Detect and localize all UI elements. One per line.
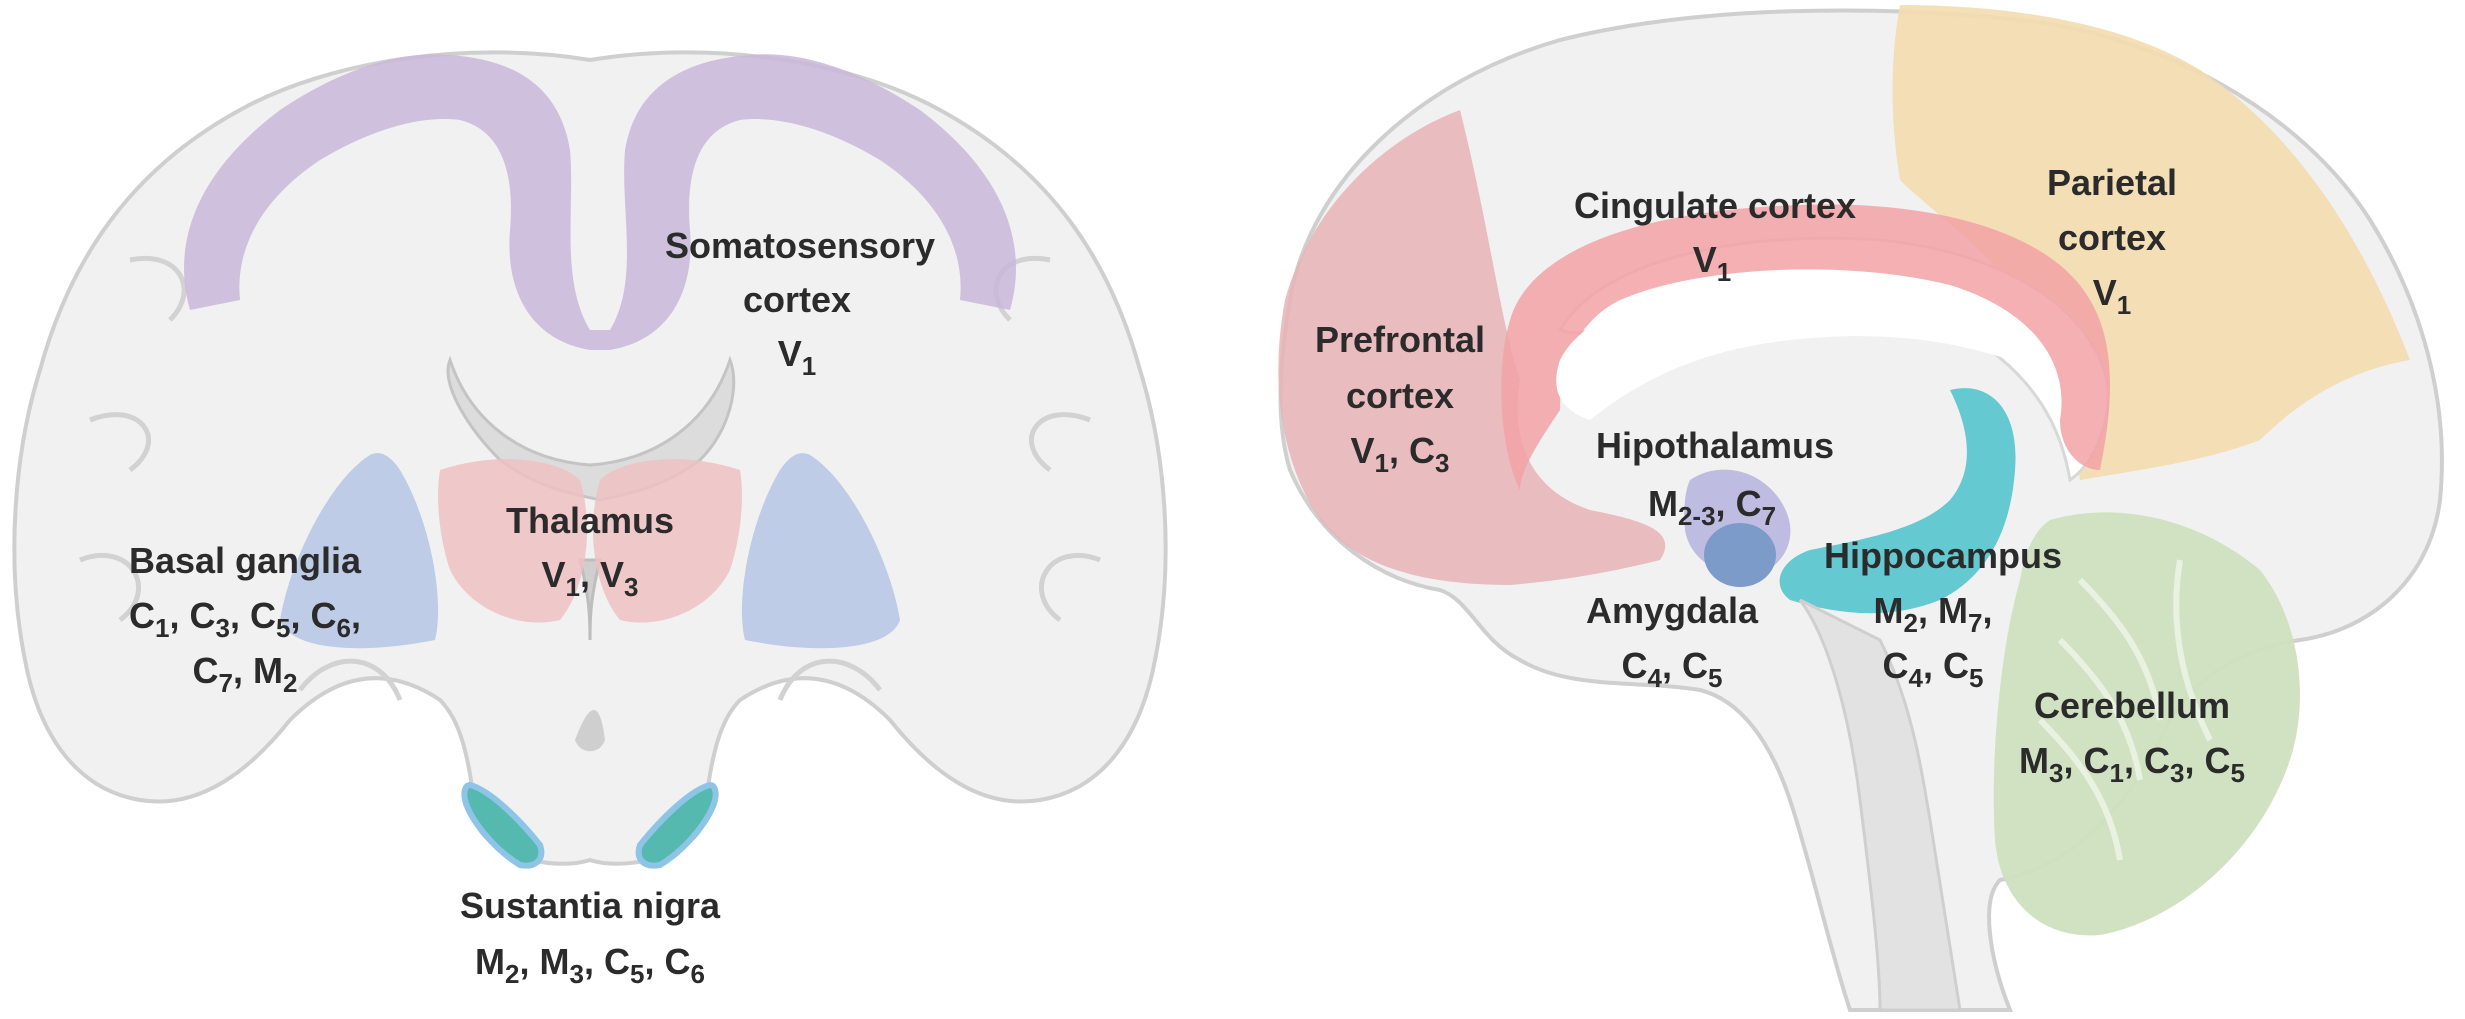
parietal-cortex-region [1892, 5, 2410, 480]
cingulate-label: Cingulate cortex [1574, 185, 1856, 226]
prefrontal-cortex-region [1278, 110, 1666, 585]
substantia-nigra-label: Sustantia nigra [460, 885, 721, 926]
parietal-label: Parietal [2047, 162, 2177, 203]
parietal-label-line2: cortex [2058, 217, 2166, 258]
cingulate-receptors: V1​ [1693, 239, 1731, 287]
basal-ganglia-left-region [280, 453, 439, 649]
hippocampus-label: Hippocampus [1824, 535, 2062, 576]
hippocampus-receptors-line2: C4​, C5​ [1883, 645, 1984, 693]
cerebellum-label: Cerebellum [2034, 685, 2230, 726]
amygdala-label: Amygdala [1586, 590, 1759, 631]
fourth-ventricle [575, 710, 605, 752]
substantia-nigra-right-region [635, 781, 719, 869]
basal-ganglia-label: Basal ganglia [129, 540, 362, 581]
sagittal-section [1278, 5, 2444, 1012]
thalamus-receptors: V1​, V3​ [542, 554, 639, 602]
sagittal-ventricle [1556, 285, 2010, 420]
hippocampus-receptors-line1: M2​, M7​, [1874, 590, 1993, 638]
somatosensory-label-line2: cortex [743, 279, 851, 320]
prefrontal-label: Prefrontal [1315, 319, 1485, 360]
brainstem [1798, 598, 1962, 1012]
cerebellum-region [1993, 512, 2300, 936]
substantia-nigra-left-region [461, 781, 545, 869]
thalamus-label: Thalamus [506, 500, 674, 541]
amygdala-region [1704, 523, 1776, 587]
basal-ganglia-receptors-line2: C7​, M2​ [193, 650, 298, 698]
hippocampus-region [1779, 388, 2016, 614]
cingulate-cortex-region [1501, 204, 2110, 490]
prefrontal-label-line2: cortex [1346, 375, 1454, 416]
basal-ganglia-right-region [741, 453, 900, 649]
hipothalamus-label: Hipothalamus [1596, 425, 1834, 466]
coronal-section [12, 50, 1168, 869]
amygdala-receptors: C4​, C5​ [1622, 645, 1723, 693]
substantia-nigra-receptors: M2​, M3​, C5​, C6​ [475, 941, 705, 989]
cerebellum-folia [2037, 559, 2213, 861]
coronal-outline [12, 50, 1168, 866]
prefrontal-receptors: V1​, C3​ [1351, 430, 1450, 478]
somatosensory-label: Somatosensory [665, 225, 935, 266]
third-ventricle [578, 558, 602, 641]
thalamus-region [438, 459, 742, 623]
